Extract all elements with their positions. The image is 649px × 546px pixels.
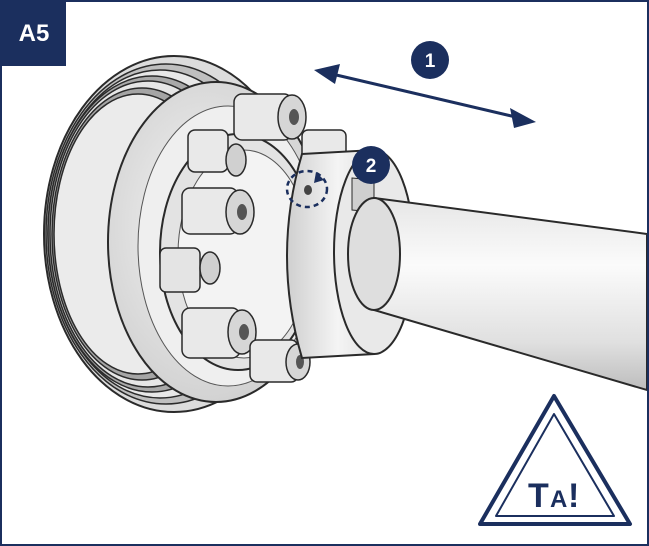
shaft (347, 196, 647, 392)
callout-number-2: 2 (366, 156, 377, 177)
bolt (181, 307, 257, 359)
clamping-bolts (159, 93, 347, 383)
callout-badge-1: 1 (411, 41, 449, 79)
bolt (187, 129, 247, 177)
bolt (159, 247, 221, 293)
callout-badge-2: 2 (352, 146, 390, 184)
step-label: A5 (2, 2, 66, 66)
rotation-marker (285, 169, 329, 209)
bolt (233, 93, 307, 141)
axial-movement-arrow (314, 64, 536, 128)
tightening-torque-warning-icon: T A ! (478, 394, 632, 526)
bolt (181, 187, 255, 235)
warning-exclamation: ! (568, 477, 579, 515)
warning-letter-t: T (528, 477, 549, 515)
warning-letter-a: A (550, 486, 567, 513)
callout-number-1: 1 (425, 51, 436, 72)
